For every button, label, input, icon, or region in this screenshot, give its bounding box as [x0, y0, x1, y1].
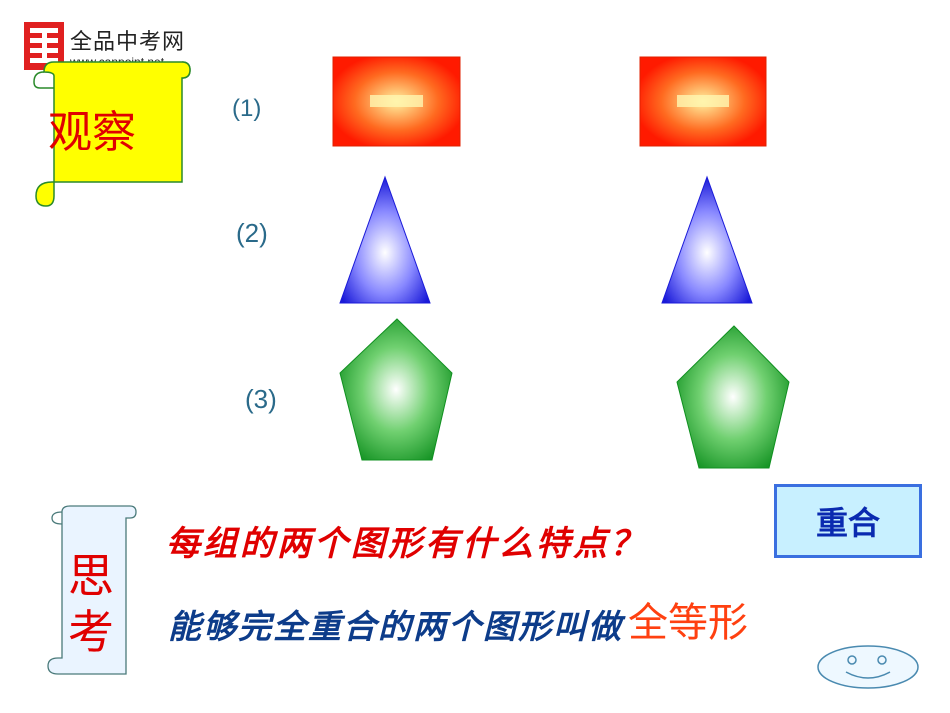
think-label: 思考	[68, 549, 114, 659]
row-label-2: (2)	[236, 218, 268, 248]
pentagon-right	[676, 325, 790, 469]
answer-box-overlap: 重合	[774, 484, 922, 558]
rectangle-left	[332, 56, 461, 147]
row-label-3: (3)	[245, 384, 277, 414]
row-label-1: (1)	[232, 95, 262, 122]
logo-title: 全品中考网	[70, 30, 186, 55]
scroll-banner-icon	[47, 505, 137, 675]
smiley-face-icon	[817, 645, 919, 689]
statement-answer: 全等形	[628, 600, 748, 646]
pentagon-left	[339, 318, 453, 461]
canpoint-seal-icon	[24, 22, 64, 70]
scroll-banner-icon	[33, 61, 191, 207]
triangle-left	[339, 175, 431, 304]
observe-label: 观察	[48, 107, 136, 158]
rectangle-right	[639, 56, 767, 147]
statement-text: 能够完全重合的两个图形叫做	[168, 607, 623, 646]
triangle-right	[661, 175, 753, 304]
shapes-canvas	[332, 56, 790, 469]
question-text: 每组的两个图形有什么特点？	[166, 524, 647, 564]
